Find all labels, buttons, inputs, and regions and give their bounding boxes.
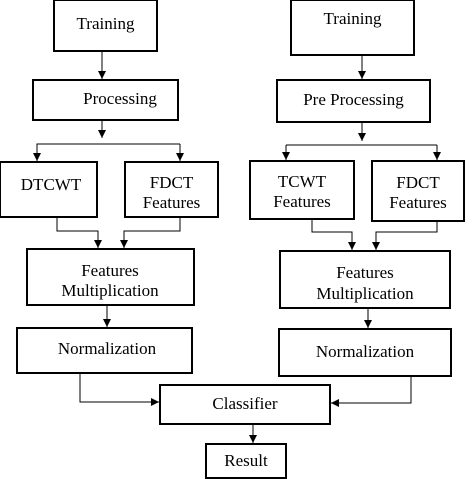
node-right-fdct-label-line1: FDCT xyxy=(396,173,440,192)
node-result-label: Result xyxy=(224,451,268,470)
node-right-fdct-label-line2: Features xyxy=(389,193,447,212)
node-right-fdct-features: FDCT Features xyxy=(371,160,465,222)
node-left-normalization: Normalization xyxy=(16,327,193,374)
arrow-left-split-to-dtcwt xyxy=(36,143,180,159)
node-left-training-label: Training xyxy=(77,14,135,33)
node-left-fdct-label-line2: Features xyxy=(143,193,201,212)
node-left-featmult-label-line2: Multiplication xyxy=(61,281,159,300)
node-right-featmult-label-line1: Features xyxy=(336,263,394,282)
node-left-processing: Processing xyxy=(32,79,179,121)
node-right-features-multiplication: Features Multiplication xyxy=(279,250,451,309)
node-classifier: Classifier xyxy=(159,384,331,425)
node-left-normalization-label: Normalization xyxy=(58,339,157,358)
connectors xyxy=(33,52,441,443)
node-right-normalization: Normalization xyxy=(278,328,452,377)
node-classifier-label: Classifier xyxy=(212,394,277,413)
node-right-normalization-label: Normalization xyxy=(316,342,415,361)
node-left-processing-label: Processing xyxy=(83,89,157,108)
arrow-left-dtcwt-to-featmult xyxy=(56,217,102,248)
node-left-fdct-features: FDCT Features xyxy=(124,161,219,218)
node-right-preprocessing: Pre Processing xyxy=(276,79,431,123)
node-right-training-label: Training xyxy=(324,9,382,28)
node-left-dtcwt: DTCWT xyxy=(0,161,98,218)
arrow-left-normalization-to-classifier xyxy=(79,373,159,406)
node-left-fdct-label-line1: FDCT xyxy=(150,173,194,192)
arrow-right-tcwt-to-featmult xyxy=(311,219,356,250)
node-left-featmult-label-line1: Features xyxy=(81,261,139,280)
arrow-right-fdct-to-featmult xyxy=(372,221,438,250)
node-right-preprocessing-label: Pre Processing xyxy=(303,90,404,109)
node-result: Result xyxy=(205,443,287,479)
arrow-right-normalization-to-classifier xyxy=(331,376,412,407)
node-right-featmult-label-line2: Multiplication xyxy=(316,284,414,303)
node-right-tcwt-label-line1: TCWT xyxy=(278,172,327,191)
node-left-features-multiplication: Features Multiplication xyxy=(26,248,195,306)
node-left-dtcwt-label: DTCWT xyxy=(21,175,82,194)
node-right-tcwt-label-line2: Features xyxy=(273,192,331,211)
node-left-training: Training xyxy=(53,0,158,52)
node-right-training: Training xyxy=(290,0,415,56)
arrow-left-fdct-to-featmult xyxy=(120,217,181,248)
node-right-tcwt-features: TCWT Features xyxy=(249,160,355,220)
